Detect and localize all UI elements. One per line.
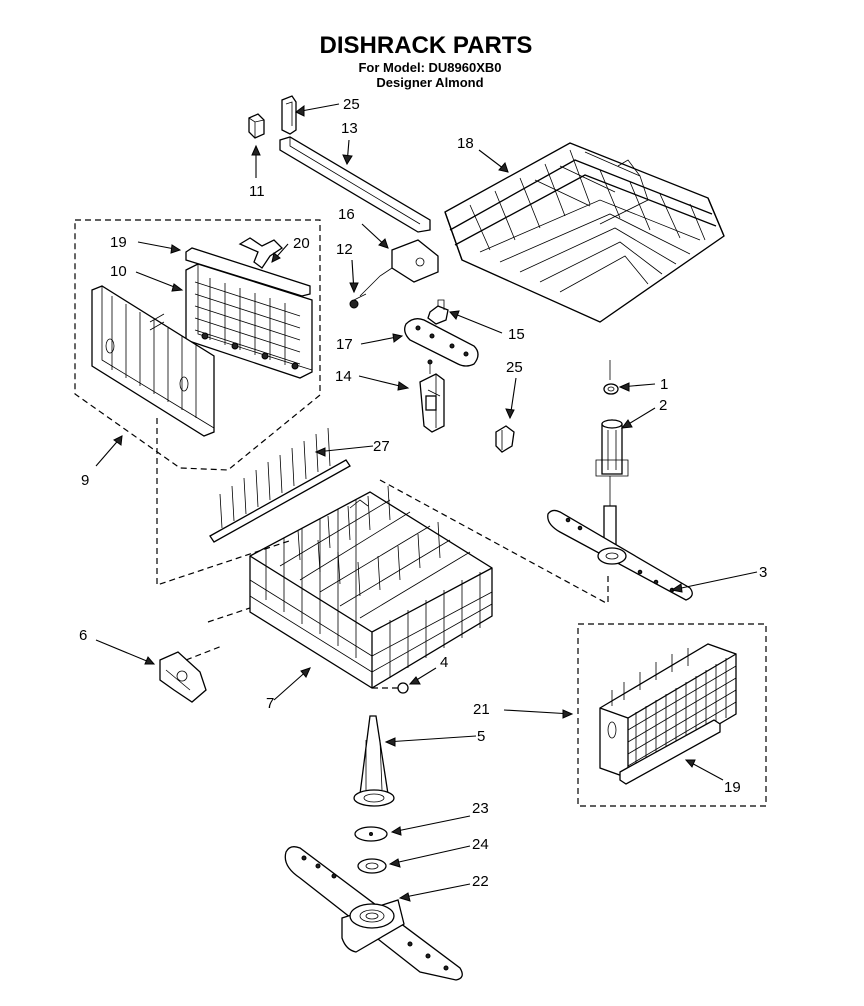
part-6-rack-wheel [159, 651, 207, 703]
callout-labels: 25 13 11 18 16 12 19 20 10 15 17 14 25 1… [79, 96, 767, 890]
callout-11: 11 [249, 183, 265, 200]
part-27-tine-row [209, 427, 351, 543]
part-17-upper-spray-arm [404, 318, 479, 367]
callout-16: 16 [338, 206, 355, 223]
callout-21: 21 [473, 701, 490, 718]
part-26-clip [495, 425, 515, 453]
part-2-tube [595, 360, 629, 477]
callout-26: 25 [506, 359, 523, 376]
diagram-title: DISHRACK PARTS [320, 32, 533, 59]
part-7-lower-rack [249, 485, 493, 689]
callout-15: 15 [508, 326, 525, 343]
part-12-rail [279, 136, 431, 233]
part-1-washer [603, 383, 619, 395]
assembly-21-boundary [577, 623, 767, 807]
callout-10: 10 [110, 263, 127, 280]
callout-5: 5 [477, 728, 485, 745]
part-4-clip [372, 682, 409, 694]
callout-2: 2 [659, 397, 667, 414]
callout-3: 3 [759, 564, 767, 581]
part-22-lower-spray-arm [284, 846, 463, 981]
callout-25: 25 [343, 96, 360, 113]
callout-19-lower: 19 [724, 779, 741, 796]
callout-18: 18 [457, 135, 474, 152]
part-13-screw [349, 293, 367, 309]
part-15-nut [427, 299, 449, 325]
link-6-to-rack [185, 607, 251, 661]
part-25-clip [281, 95, 297, 135]
part-3-middle-spray-arm [547, 476, 693, 601]
link-rack-to-3 [379, 479, 609, 605]
color-line: Designer Almond [376, 75, 483, 90]
callout-4: 4 [440, 654, 448, 671]
assembly-9-boundary [74, 219, 321, 471]
callout-23: 23 [472, 800, 489, 817]
part-9-panel [91, 285, 215, 437]
callout-22: 22 [472, 873, 489, 890]
callout-24: 24 [472, 836, 489, 853]
callout-9: 9 [81, 472, 89, 489]
part-24-washer [357, 858, 387, 874]
callout-19-upper: 19 [110, 234, 127, 251]
callout-20: 20 [293, 235, 310, 252]
leader-arrowheads [113, 105, 696, 902]
part-18-upper-rack [444, 142, 725, 323]
part-5-lower-tube [353, 715, 395, 807]
part-19b-strip [619, 719, 721, 785]
part-14-manifold [419, 359, 445, 433]
callout-14: 14 [335, 368, 352, 385]
callout-1: 1 [660, 376, 668, 393]
part-20-clip [238, 237, 284, 269]
link-9-to-rack [156, 418, 293, 586]
part-21-silverware-basket [599, 643, 737, 779]
part-10-grille [185, 263, 313, 379]
callout-6: 6 [79, 627, 87, 644]
callout-7: 7 [266, 695, 274, 712]
callout-13: 12 [336, 241, 353, 258]
callout-12: 13 [341, 120, 358, 137]
part-11-end-cap [248, 113, 265, 139]
callout-17: 17 [336, 336, 353, 353]
part-19-strip [185, 247, 311, 297]
part-16-bracket [359, 239, 439, 297]
part-23-seal [354, 826, 388, 842]
model-line: For Model: DU8960XB0 [358, 60, 501, 75]
callout-27: 27 [373, 438, 390, 455]
